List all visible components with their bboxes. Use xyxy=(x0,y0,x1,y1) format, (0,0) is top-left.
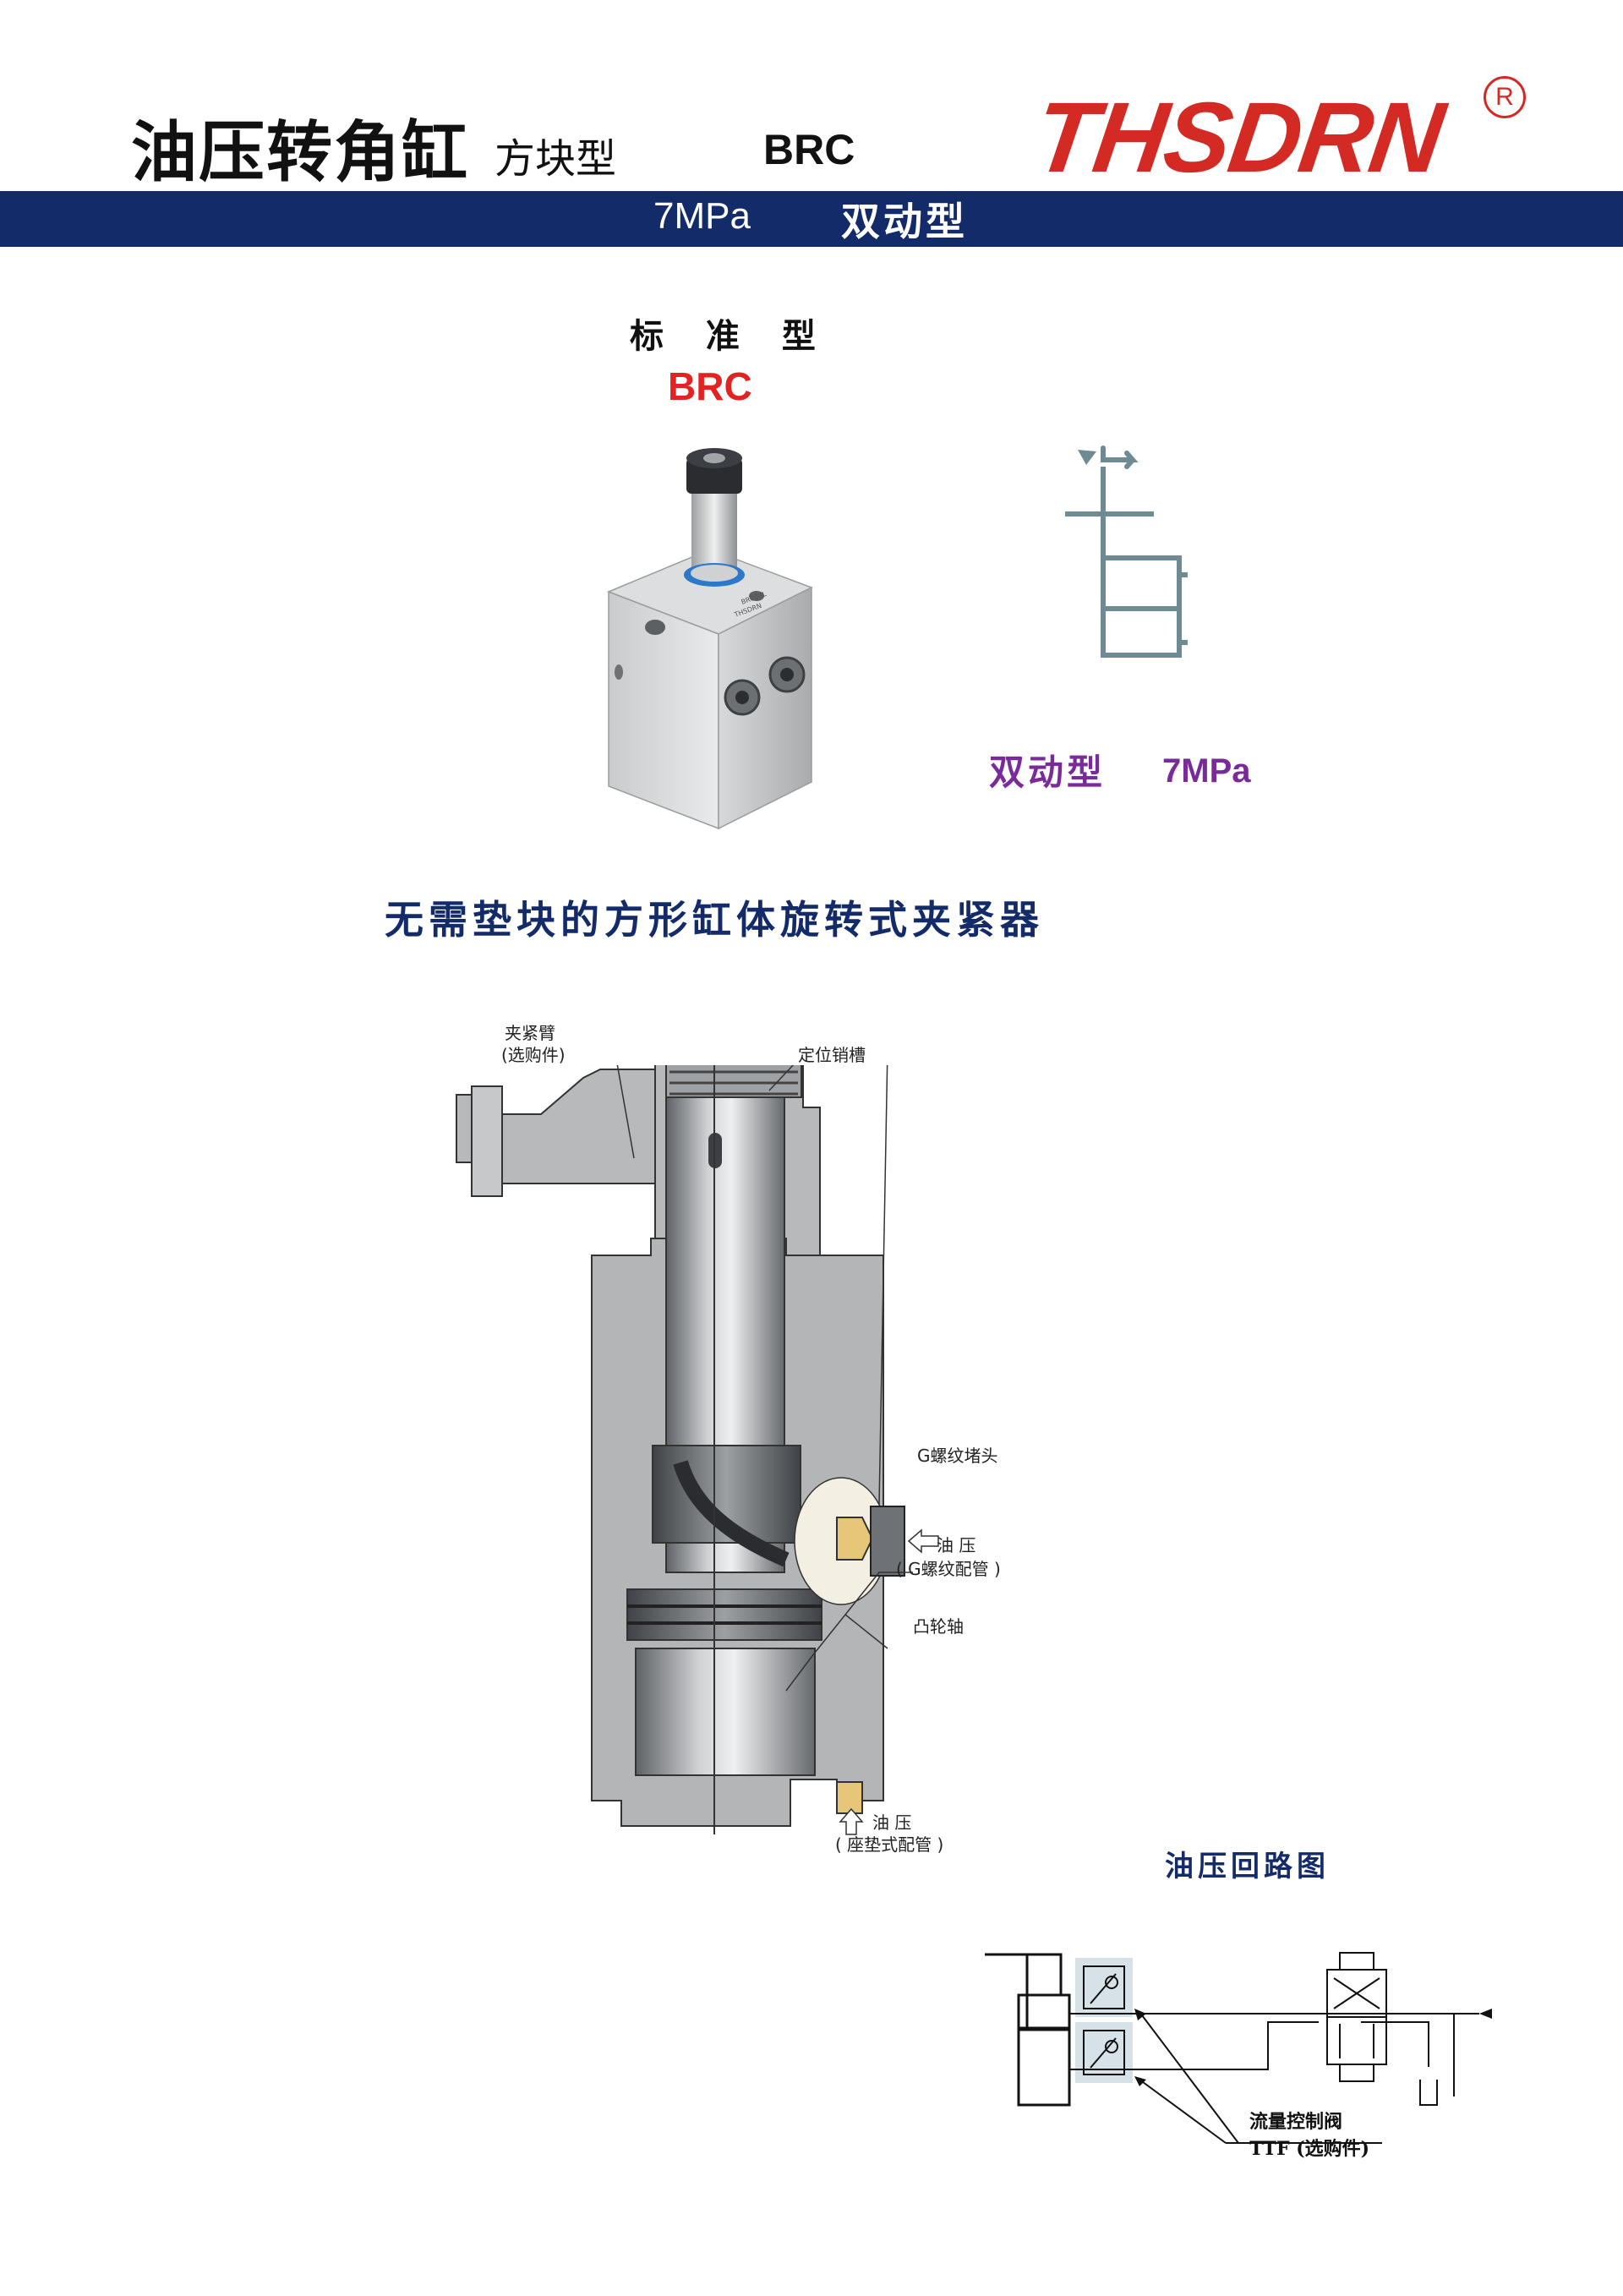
circuit-title: 油压回路图 xyxy=(1165,1850,1330,1883)
hydraulic-circuit-diagram xyxy=(985,1952,1492,2144)
flow-valve-label: 流量控制阀 xyxy=(1249,2111,1343,2133)
standard-model-code: BRC xyxy=(668,364,752,408)
type-pressure: 7MPa xyxy=(1162,752,1251,790)
label-cam-shaft: 凸轮轴 xyxy=(913,1616,964,1637)
label-locating-slot: 定位销槽 xyxy=(798,1045,866,1065)
registered-mark: R xyxy=(1484,76,1526,118)
label-g-plug: G螺纹堵头 xyxy=(917,1446,998,1466)
label-oil-pressure-2-note: ( 座垫式配管 ) xyxy=(835,1834,944,1855)
brand-logo: THSDRN xyxy=(1027,82,1449,194)
type-label: 双动型 xyxy=(989,752,1107,793)
spec-banner xyxy=(0,191,1623,247)
product-headline: 无需垫块的方形缸体旋转式夹紧器 xyxy=(385,897,1044,943)
page-subtitle: 方块型 xyxy=(495,135,617,183)
cross-section-diagram xyxy=(456,1065,939,1835)
standard-type-label: 标 准 型 xyxy=(630,316,831,356)
label-oil-pressure-1-note: ( G螺纹配管 ) xyxy=(896,1559,1001,1579)
product-photo: BRC04L THSDRN xyxy=(606,448,813,830)
model-code: BRC xyxy=(763,126,855,173)
page-title: 油压转角缸 xyxy=(131,115,470,191)
label-clamp-arm-note: (选购件) xyxy=(501,1045,566,1065)
label-oil-pressure-2: 油 压 xyxy=(872,1812,912,1833)
double-acting-symbol xyxy=(1065,446,1188,658)
flow-valve-note: TTF (选购件) xyxy=(1249,2138,1370,2160)
banner-action-type: 双动型 xyxy=(841,199,968,244)
label-clamp-arm: 夹紧臂 xyxy=(505,1023,555,1043)
banner-pressure: 7MPa xyxy=(653,195,751,237)
label-oil-pressure-1: 油 压 xyxy=(937,1535,976,1555)
